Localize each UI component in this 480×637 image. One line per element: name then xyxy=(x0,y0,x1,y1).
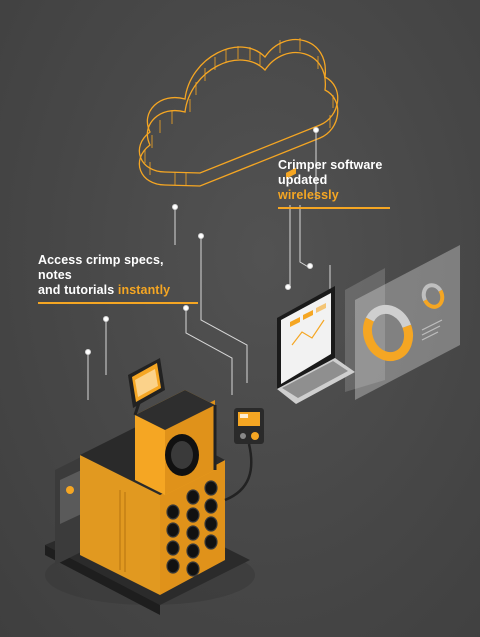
caption-access-line1: Access crimp specs, notes xyxy=(38,253,164,282)
caption-wireless-highlight: wirelessly xyxy=(278,188,339,202)
caption-wireless-line1: Crimper software xyxy=(278,158,383,172)
connector-lines xyxy=(85,127,331,400)
caption-access-underline xyxy=(38,302,198,304)
caption-access-highlight: instantly xyxy=(117,283,171,297)
caption-wireless-line2-prefix: updated xyxy=(278,173,328,187)
tablet-icon xyxy=(128,358,165,408)
laptop-icon xyxy=(277,167,355,404)
donut-chart-icon xyxy=(362,283,445,362)
dashboard-panels xyxy=(345,245,460,400)
caption-wireless-update: Crimper software updated wirelessly xyxy=(278,158,390,209)
caption-access-specs: Access crimp specs, notes and tutorials … xyxy=(38,253,198,304)
caption-access-line2-prefix: and tutorials xyxy=(38,283,118,297)
cloud-icon xyxy=(138,38,339,187)
crimping-machine-icon xyxy=(45,358,264,615)
caption-wireless-underline xyxy=(278,207,390,209)
control-pad-icon xyxy=(234,408,264,444)
